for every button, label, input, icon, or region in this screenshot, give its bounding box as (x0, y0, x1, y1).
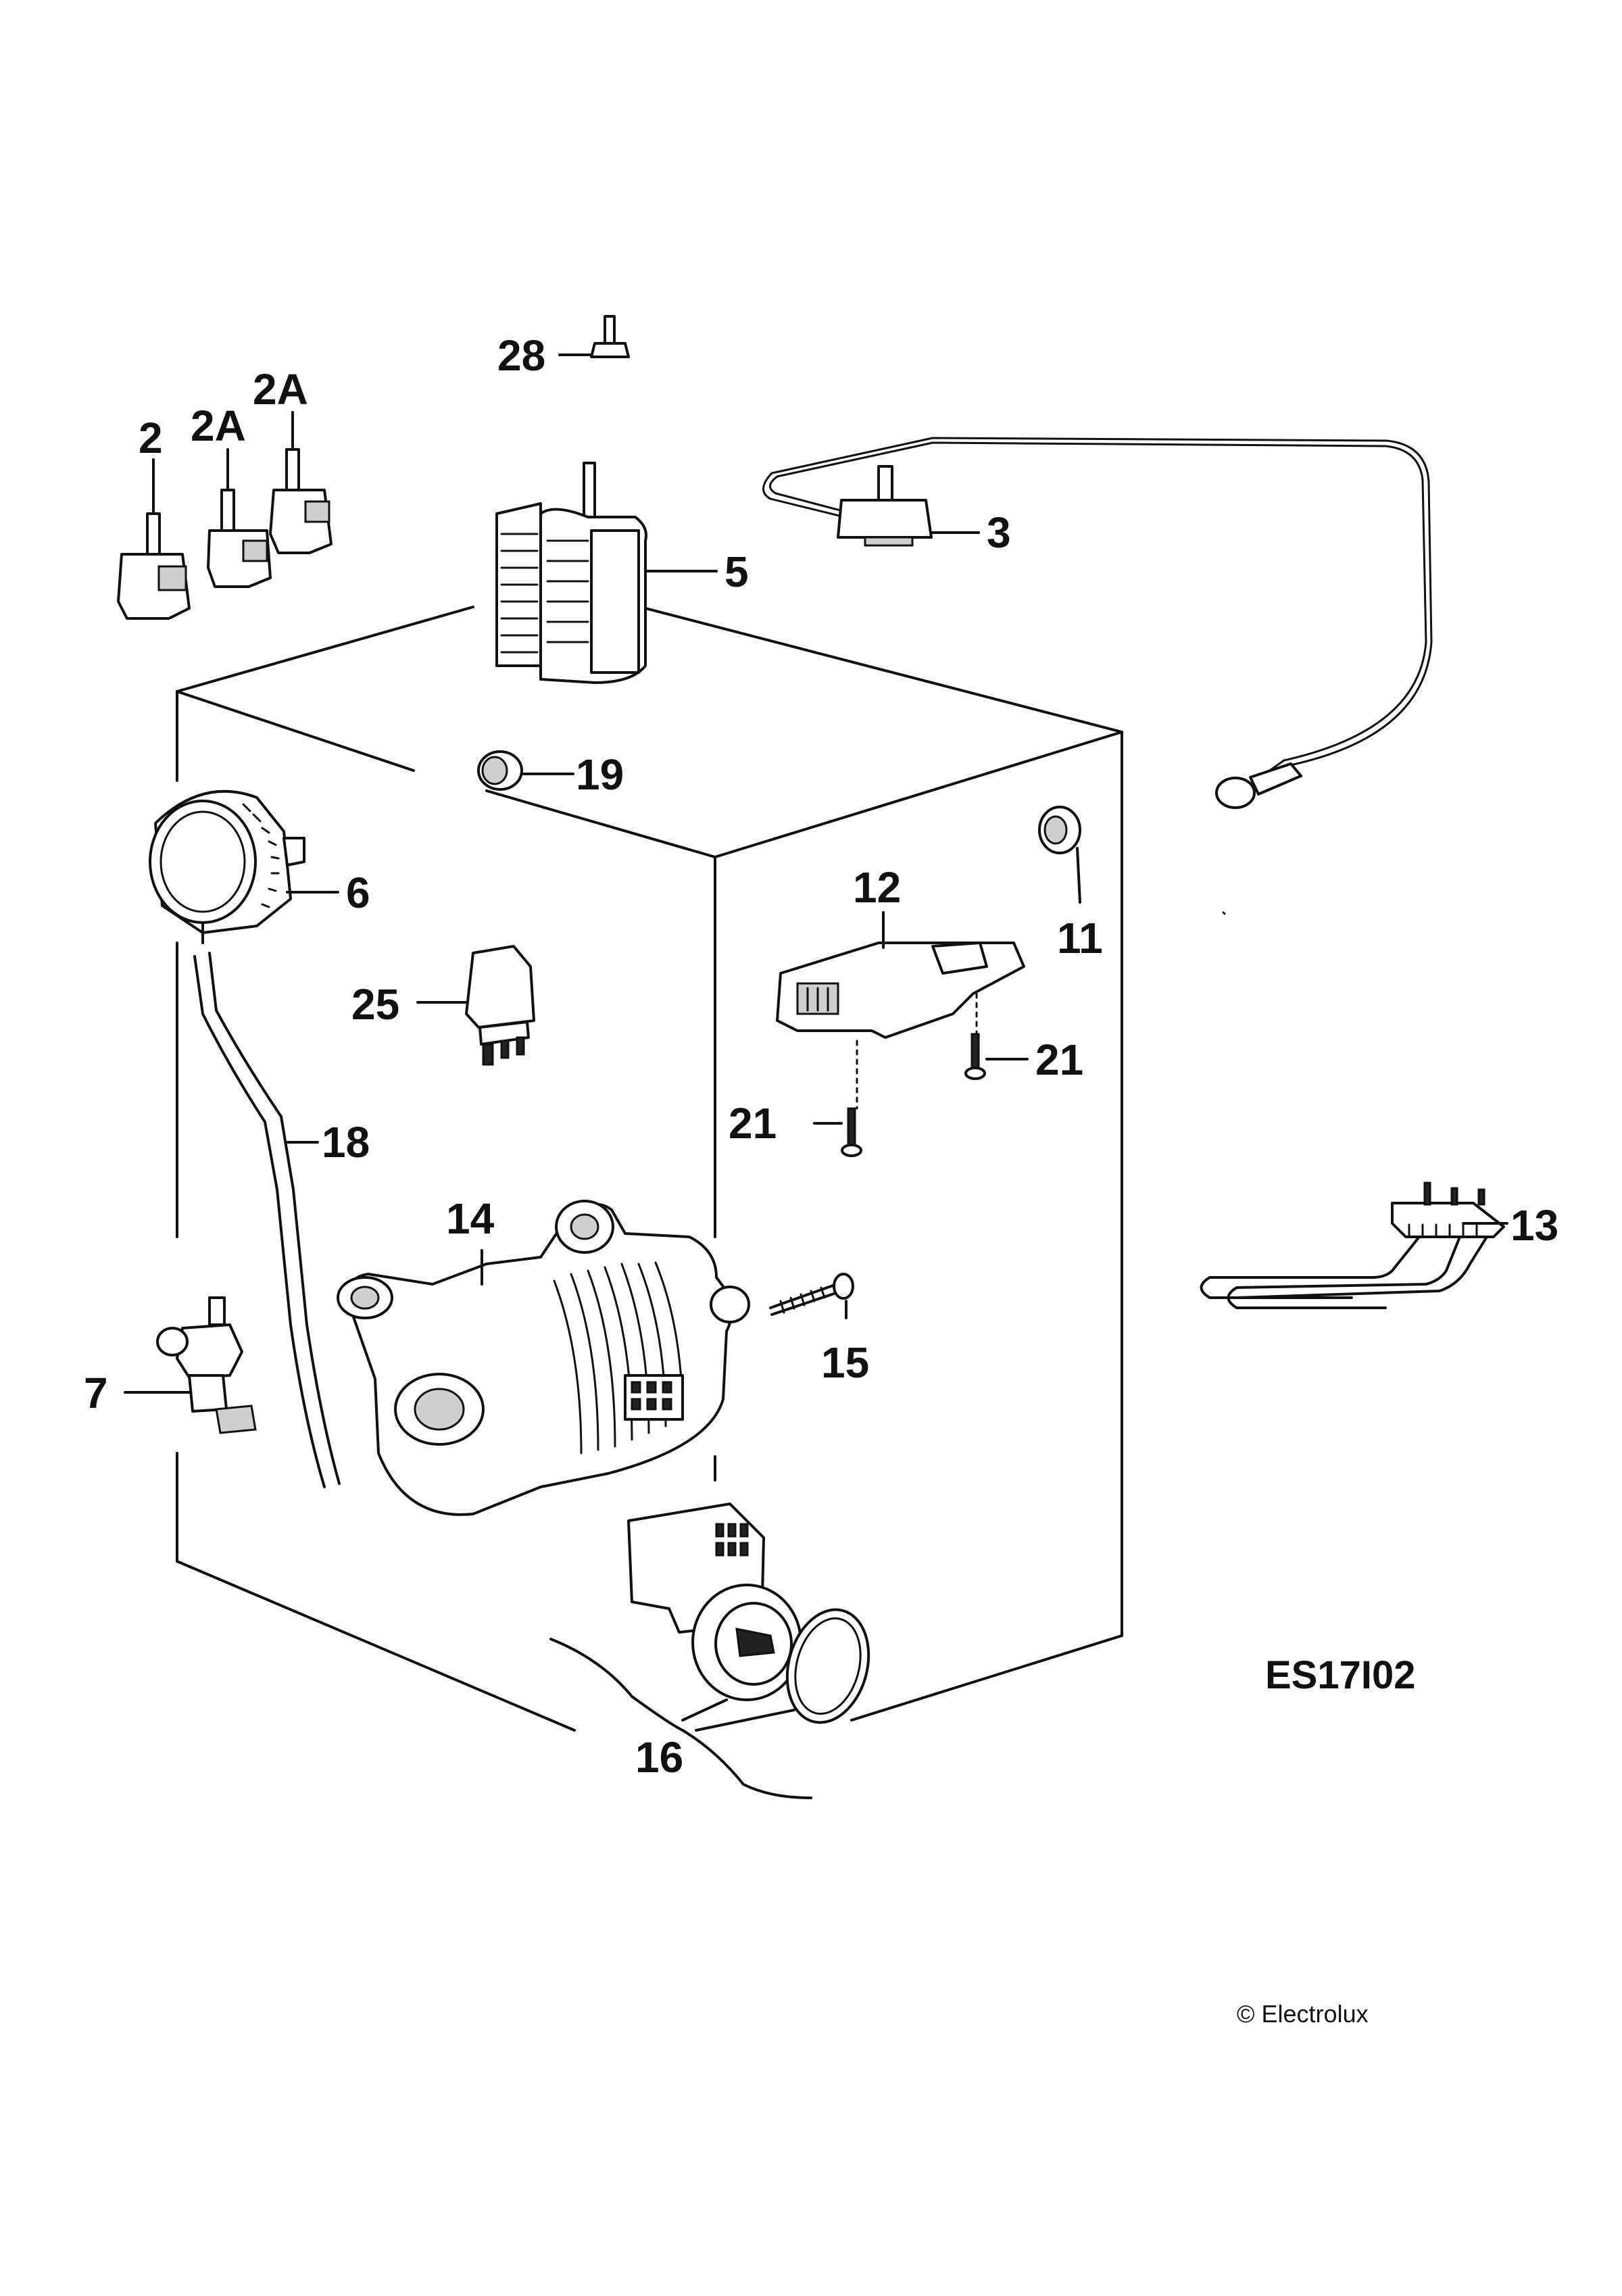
part-19-grommet (477, 750, 574, 791)
label-13: 13 (1510, 1201, 1558, 1250)
label-7: 7 (84, 1369, 108, 1417)
label-16: 16 (635, 1733, 683, 1782)
part-2a-switch-1 (207, 448, 272, 588)
label-2: 2 (139, 414, 163, 462)
part-25-relay (416, 945, 535, 1066)
diagram-reference-code: ES17I02 (1265, 1653, 1416, 1697)
part-28-sensor (558, 315, 630, 358)
label-28: 28 (497, 331, 545, 380)
part-6-programme-selector (149, 789, 339, 944)
part-2a-switch-2 (269, 411, 333, 554)
label-6: 6 (346, 869, 370, 917)
part-2-switch (117, 458, 191, 620)
label-2a-1: 2A (191, 401, 246, 450)
part-3-thermostat (762, 437, 1433, 809)
cabinet-outline (176, 606, 1226, 1732)
label-2a-2: 2A (253, 365, 308, 414)
label-21-a: 21 (1035, 1035, 1083, 1084)
part-5-valve-block (495, 462, 718, 684)
part-13-heating-element (1200, 1181, 1508, 1309)
label-15: 15 (821, 1338, 869, 1387)
part-15-screw (769, 1273, 854, 1319)
part-14-motor (337, 1200, 750, 1516)
label-5: 5 (724, 547, 749, 596)
label-12: 12 (853, 863, 901, 912)
label-21-b: 21 (729, 1099, 777, 1148)
label-14: 14 (446, 1194, 495, 1243)
part-16-drain-pump (549, 1503, 870, 1799)
label-19: 19 (576, 750, 624, 799)
part-12-door-lock (776, 911, 1025, 1110)
part-21-screw-a (964, 1033, 1029, 1080)
copyright-notice: © Electrolux (1237, 2000, 1369, 2028)
label-18: 18 (322, 1118, 370, 1167)
label-25: 25 (351, 980, 399, 1029)
part-21-screw-b (813, 1107, 862, 1157)
part-18-hose (193, 952, 341, 1488)
part-11-bushing (1038, 806, 1081, 904)
label-3: 3 (987, 508, 1011, 557)
label-11: 11 (1057, 914, 1103, 962)
part-7-inlet-valve (124, 1296, 257, 1434)
